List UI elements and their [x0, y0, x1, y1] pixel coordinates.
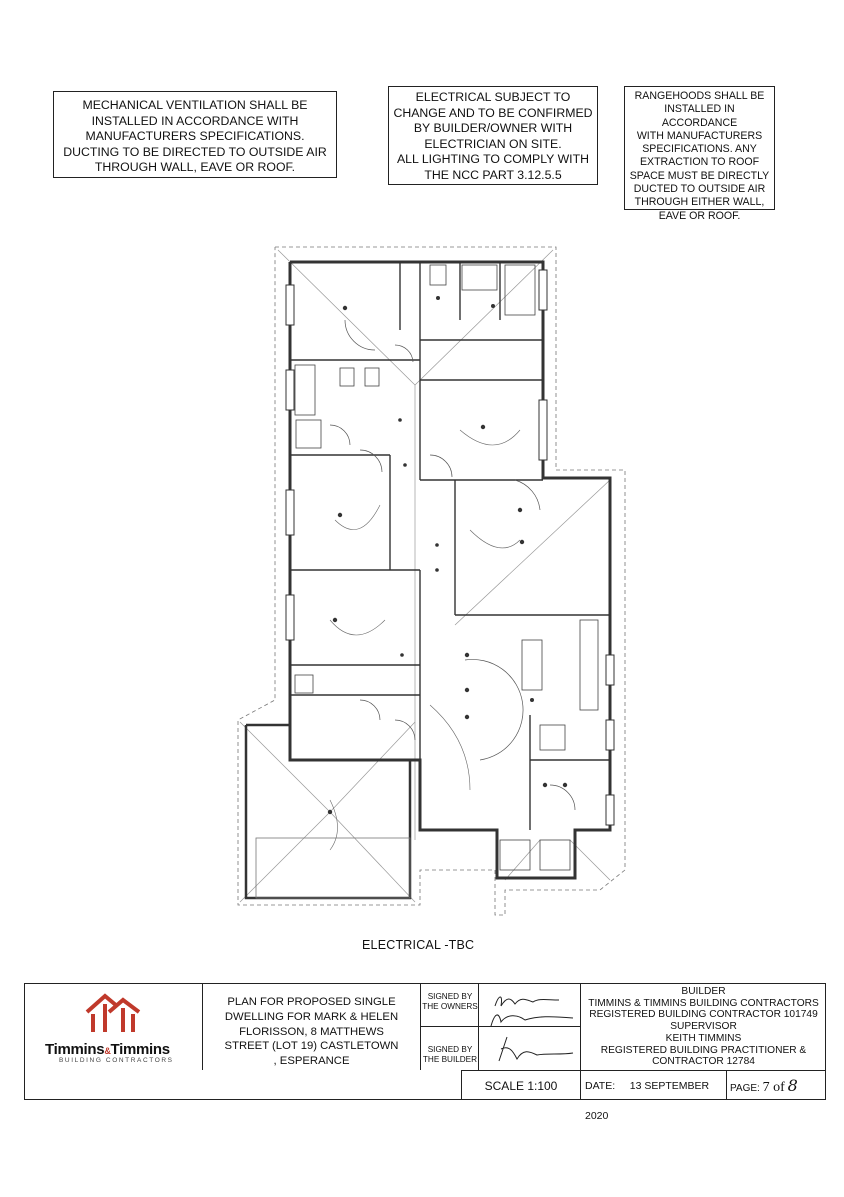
- house-logo-icon: [85, 993, 141, 1032]
- note-line: THROUGH WALL, EAVE OR ROOF.: [94, 160, 296, 174]
- note-line: WITH MANUFACTURERS: [636, 129, 763, 142]
- owners-signature: [490, 996, 574, 1026]
- project-line: STREET (LOT 19) CASTLETOWN: [224, 1040, 399, 1053]
- date-value: 13 SEPTEMBER 2020: [585, 1080, 710, 1122]
- project-line: PLAN FOR PROPOSED SINGLE: [227, 996, 396, 1008]
- builder-signature-row: SIGNED BY THE BUILDER: [421, 1027, 581, 1070]
- note-line: ALL LIGHTING TO COMPLY WITH: [396, 152, 589, 166]
- builder-details: BUILDER TIMMINS & TIMMINS BUILDING CONTR…: [581, 984, 826, 1070]
- builder-line: CONTRACTOR 12784: [652, 1056, 755, 1068]
- builder-line: BUILDER: [681, 986, 726, 997]
- rangehood-note: RANGEHOODS SHALL BE INSTALLED IN ACCORDA…: [624, 86, 775, 222]
- note-line: INSTALLED IN ACCORDANCE WITH: [91, 113, 299, 128]
- note-line: THROUGH EITHER WALL,: [634, 196, 765, 209]
- project-description: PLAN FOR PROPOSED SINGLE DWELLING FOR MA…: [203, 984, 421, 1070]
- mechanical-ventilation-note: MECHANICAL VENTILATION SHALL BE INSTALLE…: [53, 91, 337, 178]
- note-line: CHANGE AND TO BE CONFIRMED: [393, 105, 593, 120]
- builder-signature: [498, 1036, 574, 1062]
- interior-walls: [290, 262, 610, 830]
- project-line: FLORISSON, 8 MATTHEWS: [239, 1025, 384, 1038]
- note-line: ELECTRICIAN ON SITE.: [424, 136, 562, 151]
- scale-label: SCALE 1:100: [461, 1070, 581, 1100]
- title-block: Timmins&Timmins BUILDING CONTRACTORS PLA…: [24, 983, 826, 1122]
- owners-signature-row: SIGNED BY THE OWNERS: [421, 984, 581, 1027]
- company-tagline: BUILDING CONTRACTORS: [59, 1057, 174, 1064]
- builder-line: SUPERVISOR: [670, 1021, 737, 1033]
- date-field: DATE: 13 SEPTEMBER 2020: [581, 1070, 727, 1122]
- garage-walls: [244, 723, 412, 900]
- company-name: Timmins&Timmins: [45, 1041, 170, 1058]
- note-line: INSTALLED IN ACCORDANCE: [661, 103, 738, 129]
- project-line: DWELLING FOR MARK & HELEN: [224, 1010, 399, 1023]
- note-line: EXTRACTION TO ROOF: [639, 156, 760, 169]
- roof-lines: [239, 249, 611, 903]
- note-line: SPECIFICATIONS. ANY: [642, 143, 757, 156]
- company-logo: Timmins&Timmins BUILDING CONTRACTORS: [25, 984, 203, 1070]
- note-line: DUCTING TO BE DIRECTED TO OUTSIDE AIR: [63, 144, 327, 159]
- page-total: 8: [787, 1076, 798, 1095]
- fixtures: [294, 264, 599, 871]
- builder-line: TIMMINS & TIMMINS BUILDING CONTRACTORS: [588, 997, 819, 1009]
- electrical-note: ELECTRICAL SUBJECT TO CHANGE AND TO BE C…: [388, 86, 598, 185]
- page-field: PAGE: 7 of 8: [727, 1070, 826, 1100]
- note-line: BY BUILDER/OWNER WITH: [413, 121, 573, 135]
- note-line: ELECTRICAL SUBJECT TO: [415, 90, 571, 104]
- light-points: [327, 296, 568, 815]
- page-label: PAGE:: [730, 1083, 760, 1094]
- note-line: SPACE MUST BE DIRECTLY: [629, 169, 770, 182]
- project-line: , ESPERANCE: [273, 1055, 350, 1068]
- builder-line: REGISTERED BUILDING CONTRACTOR 101749: [589, 1009, 818, 1021]
- builder-line: KEITH TIMMINS: [665, 1032, 742, 1044]
- note-line: MECHANICAL VENTILATION SHALL BE: [82, 98, 308, 112]
- note-line: RANGEHOODS SHALL BE: [634, 90, 765, 102]
- owners-signature-label: SIGNED BY THE OWNERS: [422, 992, 478, 1011]
- page-number: 7 of: [762, 1080, 785, 1095]
- plan-caption: ELECTRICAL -TBC: [362, 938, 475, 952]
- builder-signature-label: SIGNED BY THE BUILDER: [422, 1045, 478, 1064]
- floor-plan-drawing: [237, 246, 626, 916]
- note-line: EAVE OR ROOF.: [658, 209, 741, 222]
- date-label: DATE:: [585, 1080, 616, 1092]
- note-line: MANUFACTURERS SPECIFICATIONS.: [85, 129, 305, 143]
- builder-line: REGISTERED BUILDING PRACTITIONER &: [600, 1044, 807, 1056]
- note-line: DUCTED TO OUTSIDE AIR: [633, 183, 766, 196]
- windows: [285, 269, 615, 826]
- circuit-arcs: [329, 429, 521, 851]
- door-swings: [329, 319, 576, 811]
- signature-section: SIGNED BY THE OWNERS SIGNED BY THE BUILD…: [421, 984, 581, 1070]
- eave-outline: [237, 246, 626, 916]
- note-line: THE NCC PART 3.12.5.5: [424, 167, 562, 182]
